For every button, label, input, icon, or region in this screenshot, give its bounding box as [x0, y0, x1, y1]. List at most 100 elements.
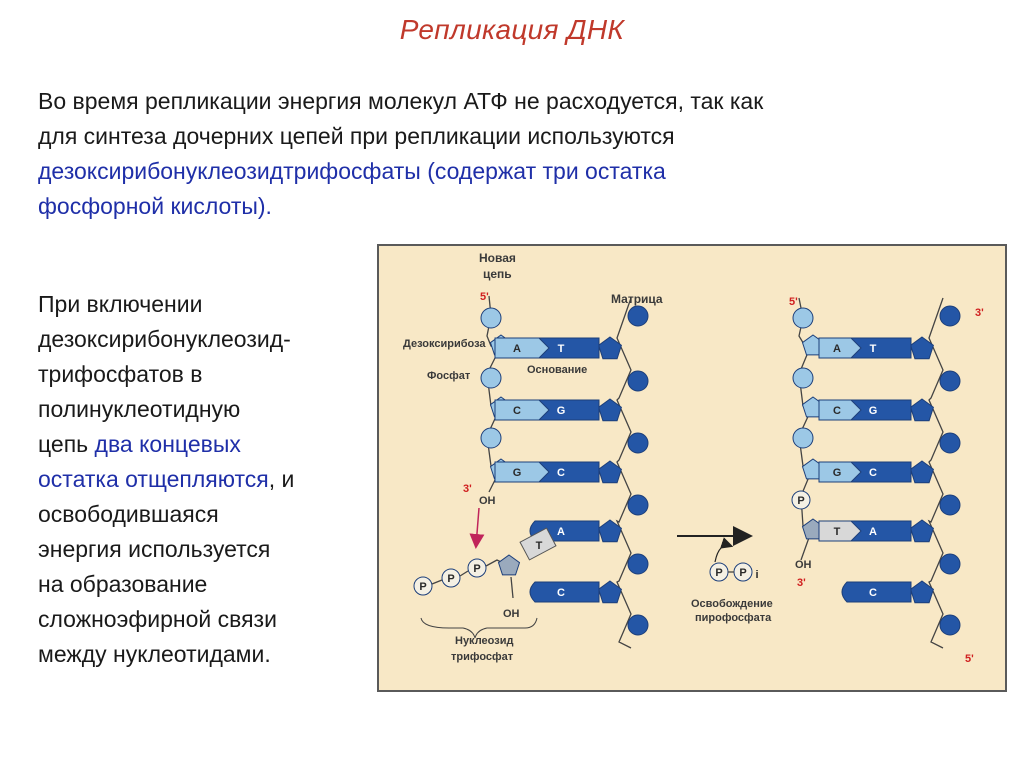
release-label-2: пирофосфата [695, 612, 772, 624]
matrix-label: Матрица [611, 292, 663, 306]
explanation-line-2: дезоксирибонуклеозид- [38, 326, 291, 352]
new-chain-label-2: цепь [483, 267, 512, 281]
slide-title: Репликация ДНК [399, 14, 625, 45]
explanation-line-6: остатка отщепляются, и [38, 462, 368, 497]
template-base [529, 581, 600, 603]
explanation-line-9: на образование [38, 571, 208, 597]
new-phosphate [792, 367, 814, 389]
explanation-line-7: освободившаяся [38, 501, 219, 527]
new-base [494, 337, 550, 359]
template-base-letter: C [869, 587, 877, 599]
template-sugar [598, 398, 622, 422]
template-phosphate [939, 494, 961, 516]
brace [420, 617, 538, 639]
release-label-1: Освобождение [691, 598, 773, 610]
template-phosphate [939, 553, 961, 575]
template-phosphate [627, 432, 649, 454]
p-letter: P [447, 573, 454, 585]
oh-right-label: OH [795, 559, 812, 571]
template-base-letter: G [557, 405, 566, 417]
template-sugar [598, 519, 622, 543]
template-phosphate [939, 614, 961, 636]
explanation-highlight: два концевых [94, 431, 241, 457]
triphosphate-p1 [413, 576, 433, 596]
intro-paragraph: Во время репликации энергия молекул АТФ … [38, 84, 978, 224]
template-base-letter: A [869, 526, 877, 538]
right-new-5prime: 5' [789, 296, 798, 308]
new-base-letter: A [513, 343, 521, 355]
template-base-letter: T [870, 343, 877, 355]
intro-line-1: Во время репликации энергия молекул АТФ … [38, 88, 764, 114]
template-backbone [927, 297, 944, 649]
template-sugar [598, 460, 622, 484]
template-phosphate [939, 432, 961, 454]
template-base-letter: C [869, 467, 877, 479]
new-chain-3prime: 3' [463, 483, 472, 495]
intro-line-2: для синтеза дочерних цепей при репликаци… [38, 123, 675, 149]
template-base-letter: A [557, 526, 565, 538]
intro-line-3: дезоксирибонуклеозидтрифосфаты (содержат… [38, 158, 666, 184]
p-letter: P [739, 567, 746, 579]
new-chain-5prime: 5' [480, 291, 489, 303]
template-sugar [598, 580, 622, 604]
oh-left-label: OH [479, 495, 496, 507]
explanation-text: цепь [38, 431, 95, 457]
triphosphate-p2 [441, 568, 461, 588]
right-template-5prime: 5' [965, 653, 974, 665]
incoming-sugar [497, 554, 521, 576]
template-sugar [910, 336, 934, 360]
template-backbone [615, 297, 632, 649]
explanation-line-3: трифосфатов в [38, 361, 203, 387]
p-letter: P [715, 567, 722, 579]
new-base-letter: G [833, 467, 842, 479]
explanation-paragraph: При включении дезоксирибонуклеозид- триф… [38, 287, 368, 672]
new-base [494, 399, 550, 421]
template-sugar [910, 398, 934, 422]
release-arrow [714, 537, 734, 563]
p-letter: P [797, 495, 804, 507]
right-new-3prime: 3' [797, 577, 806, 589]
new-base-letter: T [834, 526, 841, 538]
nucleoside-label-1: Нуклеозид [455, 635, 513, 647]
explanation-line-1: При включении [38, 291, 203, 317]
explanation-line-10: сложноэфирной связи [38, 606, 277, 632]
new-phosphate-joined [791, 490, 811, 510]
explanation-line-5: цепь два концевых [38, 427, 368, 462]
new-phosphate [480, 367, 502, 389]
explanation-text: , и [268, 466, 295, 492]
new-chain-label-1: Новая [479, 251, 516, 265]
new-phosphate [792, 427, 814, 449]
template-phosphate [939, 370, 961, 392]
pi-subscript: i [755, 569, 758, 581]
deoxyribose-label: Дезоксирибоза [403, 338, 486, 350]
new-base [818, 461, 862, 483]
template-phosphate [627, 614, 649, 636]
new-base [494, 461, 550, 483]
template-base [841, 581, 912, 603]
template-base-letter: T [558, 343, 565, 355]
template-base-letter: C [557, 467, 565, 479]
new-base-letter: C [833, 405, 841, 417]
explanation-line-11: между нуклеотидами. [38, 641, 271, 667]
template-sugar [910, 460, 934, 484]
new-base [818, 337, 862, 359]
template-sugar [910, 580, 934, 604]
template-sugar [598, 336, 622, 360]
template-phosphate [939, 305, 961, 327]
incoming-base [519, 527, 557, 561]
explanation-line-8: энергия используется [38, 536, 271, 562]
triphosphate-p3 [467, 558, 487, 578]
template-phosphate [627, 553, 649, 575]
template-base-letter: G [869, 405, 878, 417]
incoming-base-letter: T [536, 540, 543, 552]
explanation-line-4: полинуклеотидную [38, 396, 241, 422]
new-base [818, 520, 862, 542]
bond [431, 579, 443, 585]
new-base-letter: A [833, 343, 841, 355]
bond [459, 570, 469, 577]
template-phosphate [627, 305, 649, 327]
oh-triphosphate-label: OH [503, 608, 520, 620]
phosphate-label: Фосфат [427, 370, 471, 382]
